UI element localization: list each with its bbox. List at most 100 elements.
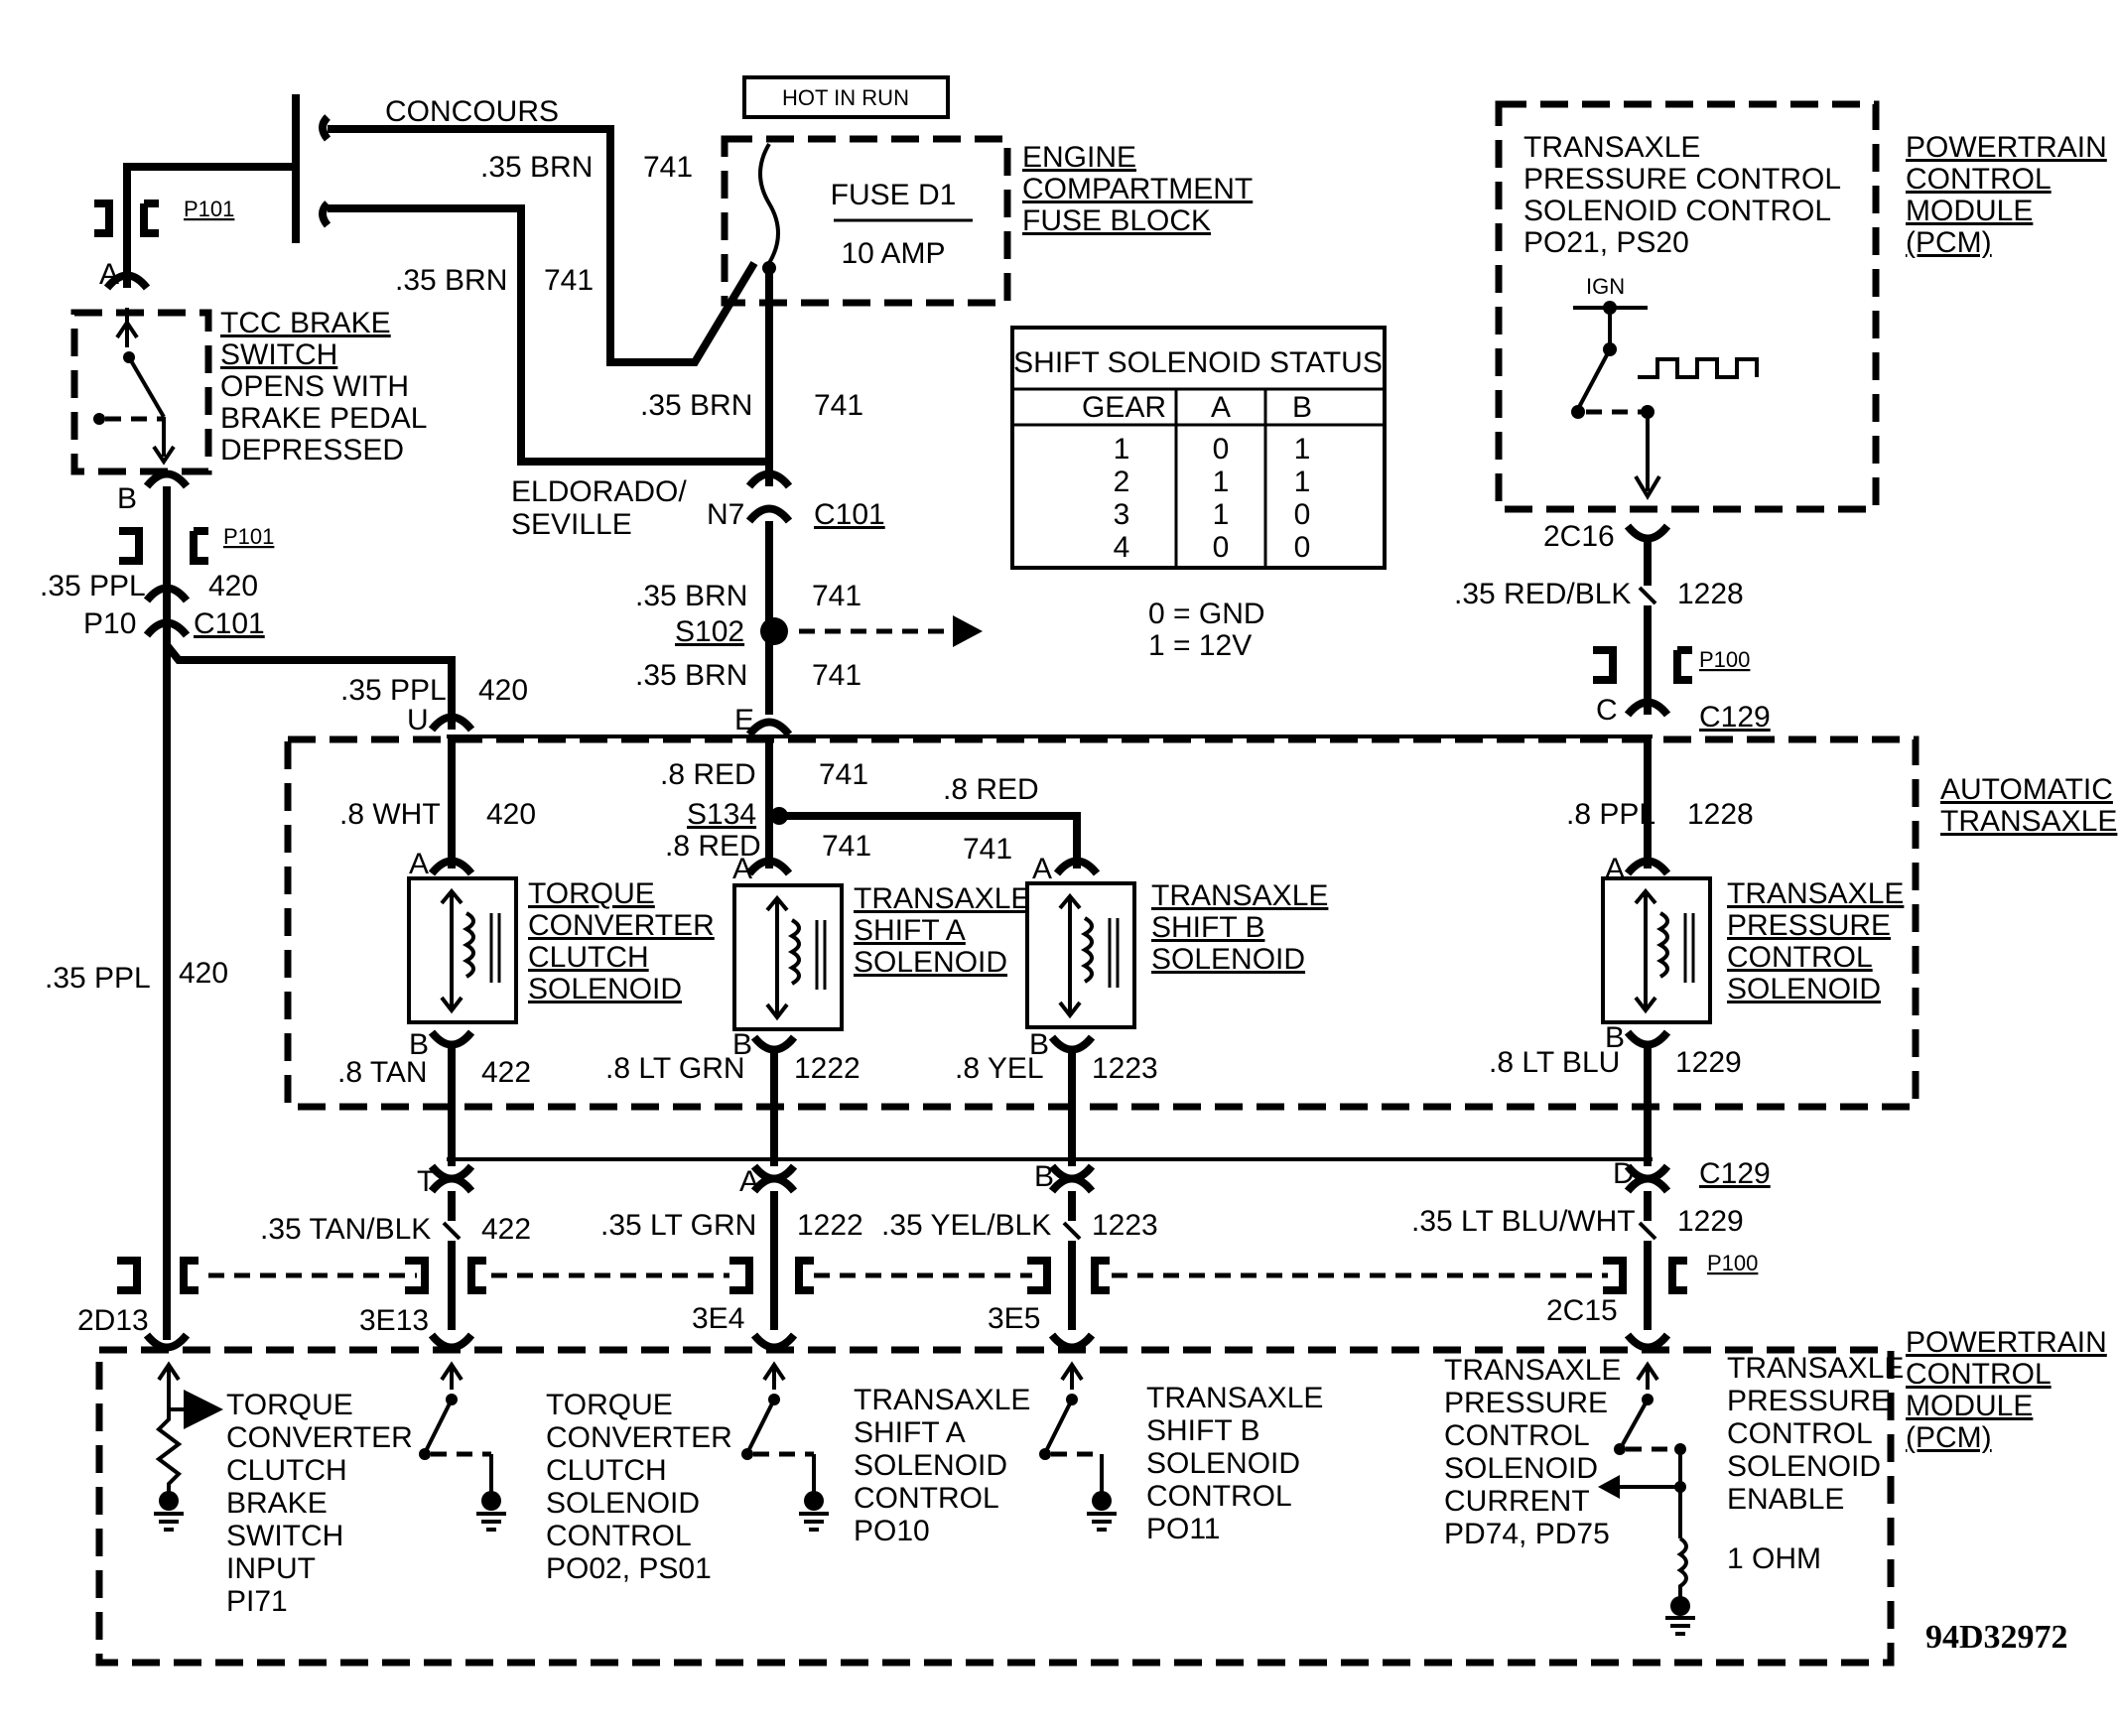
pcm-top-name: MODULE xyxy=(1906,195,2033,227)
pressure-control-circuit xyxy=(1598,1361,1695,1636)
tcc-solenoid-label: CONVERTER xyxy=(528,909,715,942)
table-header-gear: GEAR xyxy=(1082,391,1166,424)
seville-label: SEVILLE xyxy=(511,508,632,541)
connector-C129: C129 xyxy=(1699,1157,1771,1190)
pcm-bottom-box xyxy=(95,1346,1895,1667)
table-cell: 0 xyxy=(1294,498,1311,531)
shift-a-label: SOLENOID xyxy=(854,946,1007,979)
connector-B: B xyxy=(1605,1021,1625,1054)
wire-label-red: .8 RED xyxy=(665,830,761,863)
pcm-pressure-current-line: PD74, PD75 xyxy=(1444,1518,1610,1550)
shift-a-label: SHIFT A xyxy=(854,914,966,947)
tcc-solenoid-label: TORQUE xyxy=(528,877,655,910)
fuse-block-box xyxy=(721,135,1011,307)
shift-solenoid-table xyxy=(1010,326,1387,570)
pcm-bottom-name: (PCM) xyxy=(1906,1421,1992,1454)
table-title: SHIFT SOLENOID STATUS xyxy=(1013,346,1383,379)
pcm-pressure-current-line: TRANSAXLE xyxy=(1444,1354,1621,1387)
shift-a-control-switch xyxy=(741,1361,829,1532)
tcc-solenoid xyxy=(407,876,518,1024)
wire-label-ltgrn035: .35 LT GRN xyxy=(600,1209,756,1242)
pcm-tcc-input-line: CONVERTER xyxy=(226,1421,413,1454)
shift-b-control-switch xyxy=(1039,1361,1117,1532)
connector-E: E xyxy=(734,704,754,736)
wire-label-red: .8 RED xyxy=(943,773,1039,806)
wire-label-wht: .8 WHT xyxy=(339,798,441,831)
pcm-shift-a-control-line: SOLENOID xyxy=(854,1449,1007,1482)
table-cell: 1 xyxy=(1213,466,1230,498)
pcm-tcc-input-line: SWITCH xyxy=(226,1520,343,1552)
fuse-rating: 10 AMP xyxy=(841,237,945,270)
connector-C101: C101 xyxy=(194,607,265,640)
connector-S102: S102 xyxy=(675,615,744,648)
fuse-symbol xyxy=(758,142,780,265)
pcm-shift-b-control-line: TRANSAXLE xyxy=(1146,1382,1323,1414)
tcc-brake-input-circuit xyxy=(154,1361,223,1532)
transaxle-label: AUTOMATIC xyxy=(1940,773,2113,806)
wire-label-1222: 1222 xyxy=(797,1209,863,1242)
wire-label-1229: 1229 xyxy=(1675,1046,1742,1079)
pcm-top-desc: TRANSAXLE xyxy=(1523,131,1700,164)
connector-A: A xyxy=(732,853,752,885)
connector-T: T xyxy=(417,1165,435,1198)
pcm-tcc-control-line: SOLENOID xyxy=(546,1487,700,1520)
tcc-brake-switch-box xyxy=(70,309,212,475)
tcc-brake-switch-label: BRAKE PEDAL xyxy=(220,402,427,435)
wire-label-red: .8 RED xyxy=(660,758,756,791)
shift-b-label: SOLENOID xyxy=(1151,943,1305,976)
wire-label-741: 741 xyxy=(814,389,863,422)
pcm-bottom-name: POWERTRAIN xyxy=(1906,1326,2107,1359)
table-cell: 0 xyxy=(1213,531,1230,564)
shift-a-solenoid xyxy=(732,883,844,1031)
connector-P100: P100 xyxy=(1707,1251,1758,1275)
pcm-shift-b-control-line: SOLENOID xyxy=(1146,1447,1300,1480)
connector-A: A xyxy=(1032,853,1052,885)
connector-3E5: 3E5 xyxy=(988,1302,1040,1335)
wire-741-concours xyxy=(328,125,758,366)
tcc-solenoid-label: SOLENOID xyxy=(528,973,682,1005)
shift-b-solenoid xyxy=(1025,881,1136,1029)
fuse-block-name: FUSE BLOCK xyxy=(1022,204,1211,237)
pcm-tcc-control-line: PO02, PS01 xyxy=(546,1552,712,1585)
tcc-brake-switch-label: OPENS WITH xyxy=(220,370,409,403)
pcm-tcc-input-line: PI71 xyxy=(226,1585,288,1618)
hot-in-run-label: HOT IN RUN xyxy=(782,85,909,110)
connector-P100: P100 xyxy=(1699,647,1750,672)
pcm-top-name: CONTROL xyxy=(1906,163,2052,196)
table-header-a: A xyxy=(1211,391,1231,424)
connector-B: B xyxy=(117,482,137,515)
table-cell: 1 xyxy=(1114,433,1130,466)
pressure-label: TRANSAXLE xyxy=(1727,877,1904,910)
wire-label-ppl8: .8 PPL xyxy=(1566,798,1655,831)
wire-label-brn: .35 BRN xyxy=(395,264,507,297)
wire-label-420: 420 xyxy=(486,798,536,831)
table-header-b: B xyxy=(1292,391,1312,424)
connector-C: C xyxy=(1596,694,1618,727)
connector-B: B xyxy=(732,1028,752,1061)
tcc-solenoid-label: CLUTCH xyxy=(528,941,649,974)
wire-label-741: 741 xyxy=(819,758,868,791)
wire-label-redblk: .35 RED/BLK xyxy=(1454,578,1631,610)
tcc-brake-switch-label: SWITCH xyxy=(220,338,337,371)
wire-label-1223: 1223 xyxy=(1092,1052,1158,1085)
pcm-pressure-enable-line: CONTROL xyxy=(1727,1417,1873,1450)
wire-label-brn: .35 BRN xyxy=(635,580,747,612)
splice-S102 xyxy=(760,617,788,645)
connector-C129: C129 xyxy=(1699,701,1771,734)
connector-3E13: 3E13 xyxy=(359,1304,429,1337)
wire-label-741: 741 xyxy=(812,580,861,612)
shift-a-label: TRANSAXLE xyxy=(854,882,1030,915)
wire-label-ltgrn: .8 LT GRN xyxy=(605,1052,745,1085)
pressure-label: PRESSURE xyxy=(1727,909,1891,942)
shift-b-label: SHIFT B xyxy=(1151,911,1264,944)
pcm-top-desc: PO21, PS20 xyxy=(1523,226,1689,259)
wire-741-eldorado xyxy=(328,204,769,466)
pcm-tcc-input-line: BRAKE xyxy=(226,1487,328,1520)
connector-2C16: 2C16 xyxy=(1543,520,1615,553)
wire-label-1228: 1228 xyxy=(1687,798,1754,831)
wire-label-741: 741 xyxy=(822,830,871,863)
wire-label-tan: .8 TAN xyxy=(337,1056,428,1089)
pcm-shift-b-control-line: CONTROL xyxy=(1146,1480,1292,1513)
pcm-pressure-enable-line: SOLENOID xyxy=(1727,1450,1881,1483)
pressure-label: CONTROL xyxy=(1727,941,1873,974)
